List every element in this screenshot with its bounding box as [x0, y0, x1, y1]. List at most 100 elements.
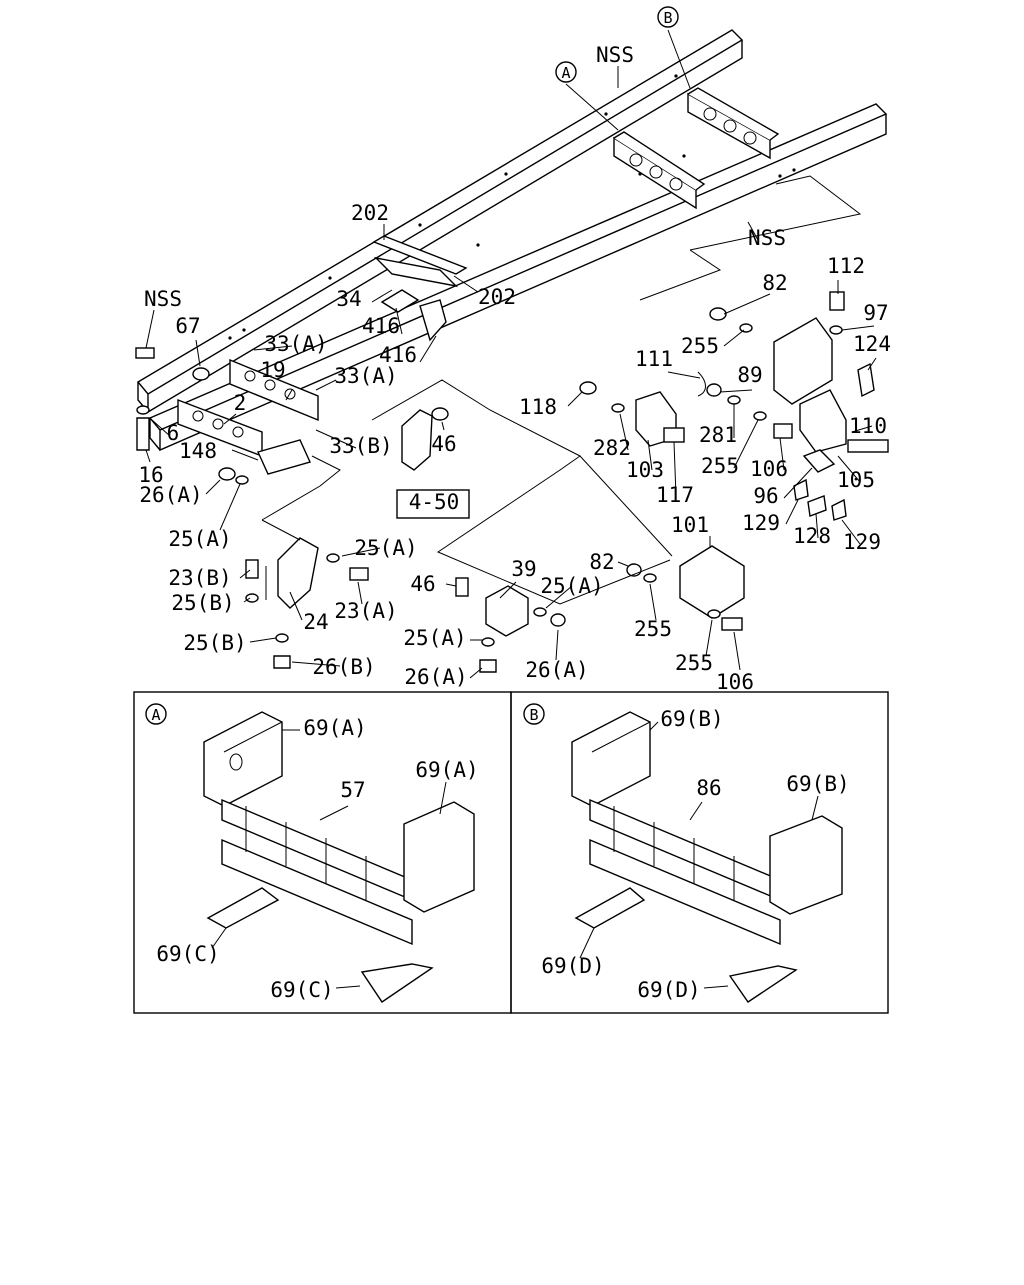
- crossmember-34: [372, 235, 468, 342]
- callout-nss-3: NSS: [144, 287, 182, 311]
- detail-b-parts: [571, 711, 843, 1003]
- assembly-lines: [261, 175, 862, 605]
- circ-a-top-marker: A: [555, 61, 577, 83]
- callout-p82a: 82: [589, 550, 614, 574]
- callout-p112: 112: [827, 254, 865, 278]
- circle-outline: [145, 703, 167, 725]
- callout-b69b1: 69(B): [660, 707, 723, 731]
- circle-outline: [555, 61, 577, 83]
- crossmember-b: [687, 87, 780, 160]
- right-frame-rail: [148, 103, 888, 452]
- callout-p202a: 202: [351, 201, 389, 225]
- circle-outline: [657, 6, 679, 28]
- bracket-39: [455, 577, 566, 673]
- callout-a69c1: 69(C): [156, 942, 219, 966]
- callout-p129a: 129: [742, 511, 780, 535]
- bracket-4-50: [401, 407, 449, 471]
- detail-a-parts: [203, 711, 475, 1003]
- callout-p23b: 23(B): [168, 566, 231, 590]
- callout-p16: 16: [138, 463, 163, 487]
- small-parts-front: [135, 347, 311, 485]
- callout-p89: 89: [737, 363, 762, 387]
- callout-p25a2: 25(A): [354, 536, 417, 560]
- callout-p25b1: 25(B): [171, 591, 234, 615]
- callout-p101: 101: [671, 513, 709, 537]
- callout-p34: 34: [336, 287, 361, 311]
- callout-p67: 67: [175, 314, 200, 338]
- circ-b-box-marker: B: [523, 703, 545, 725]
- callout-p106b: 106: [750, 457, 788, 481]
- ref-box-4-50: [396, 489, 470, 519]
- callout-p416a: 416: [362, 314, 400, 338]
- detail-a-labels: 69(A) 69(A) 57 69(C) 69(C): [156, 716, 478, 1002]
- hanger-24: [245, 537, 369, 669]
- circ-b-top-marker: B: [657, 6, 679, 28]
- right-cluster: [579, 291, 889, 521]
- callout-p33a1: 33(A): [264, 332, 327, 356]
- callout-b86: 86: [696, 776, 721, 800]
- detail-box-b: [510, 691, 889, 1014]
- callout-p97: 97: [863, 301, 888, 325]
- callout-p82b: 82: [762, 271, 787, 295]
- callout-p33a2: 33(A): [334, 364, 397, 388]
- callout-p255b: 255: [675, 651, 713, 675]
- callout-p96: 96: [753, 484, 778, 508]
- callout-p23a: 23(A): [334, 599, 397, 623]
- callout-p416b: 416: [379, 343, 417, 367]
- callout-p25b2: 25(B): [183, 631, 246, 655]
- rail-holes: [228, 74, 796, 340]
- callout-p25a4: 25(A): [403, 626, 466, 650]
- callout-p33b: 33(B): [329, 434, 392, 458]
- circ-a-box-marker: A: [145, 703, 167, 725]
- callout-p202b: 202: [478, 285, 516, 309]
- circle-outline: [523, 703, 545, 725]
- callout-a57: 57: [340, 778, 365, 802]
- callout-p117: 117: [656, 483, 694, 507]
- callout-p110: 110: [849, 414, 887, 438]
- callout-p128: 128: [793, 524, 831, 548]
- callout-p25a1: 25(A): [168, 527, 231, 551]
- callout-p105: 105: [837, 468, 875, 492]
- callout-p255a: 255: [634, 617, 672, 641]
- callout-p118: 118: [519, 395, 557, 419]
- callout-p255c: 255: [681, 334, 719, 358]
- callout-p6: 6: [167, 421, 180, 445]
- callout-a69a1: 69(A): [303, 716, 366, 740]
- callout-b69d2: 69(D): [637, 978, 700, 1002]
- callout-p26a3: 26(A): [525, 658, 588, 682]
- callout-b69d1: 69(D): [541, 954, 604, 978]
- circle-labels: A B A B: [145, 6, 679, 725]
- callout-p106a: 106: [716, 670, 754, 694]
- callout-p26a1: 26(A): [139, 483, 202, 507]
- leader-lines: [145, 29, 877, 679]
- callout-p39: 39: [511, 557, 536, 581]
- part-101: [626, 545, 745, 631]
- callout-p450: 4-50: [409, 490, 460, 514]
- callout-p24: 24: [303, 610, 328, 634]
- callout-p282: 282: [593, 436, 631, 460]
- crossmember-a: [613, 131, 706, 210]
- callout-p111: 111: [635, 347, 673, 371]
- callout-p19: 19: [260, 358, 285, 382]
- callout-p2: 2: [234, 391, 247, 415]
- circle-letter: B: [529, 706, 538, 724]
- callout-p148: 148: [179, 439, 217, 463]
- callout-p129b: 129: [843, 530, 881, 554]
- callout-p26a2: 26(A): [404, 665, 467, 689]
- callout-p26b: 26(B): [312, 655, 375, 679]
- callout-nss-1: NSS: [596, 43, 634, 67]
- callout-a69a2: 69(A): [415, 758, 478, 782]
- circle-letter: A: [151, 706, 160, 724]
- callout-p46b: 46: [410, 572, 435, 596]
- callout-p46a: 46: [431, 432, 456, 456]
- callout-b69b2: 69(B): [786, 772, 849, 796]
- callout-p25a3: 25(A): [540, 574, 603, 598]
- callout-p103: 103: [626, 458, 664, 482]
- callout-p124: 124: [853, 332, 891, 356]
- callout-a69c2: 69(C): [270, 978, 333, 1002]
- callout-nss-2: NSS: [748, 226, 786, 250]
- circle-letter: B: [663, 9, 672, 27]
